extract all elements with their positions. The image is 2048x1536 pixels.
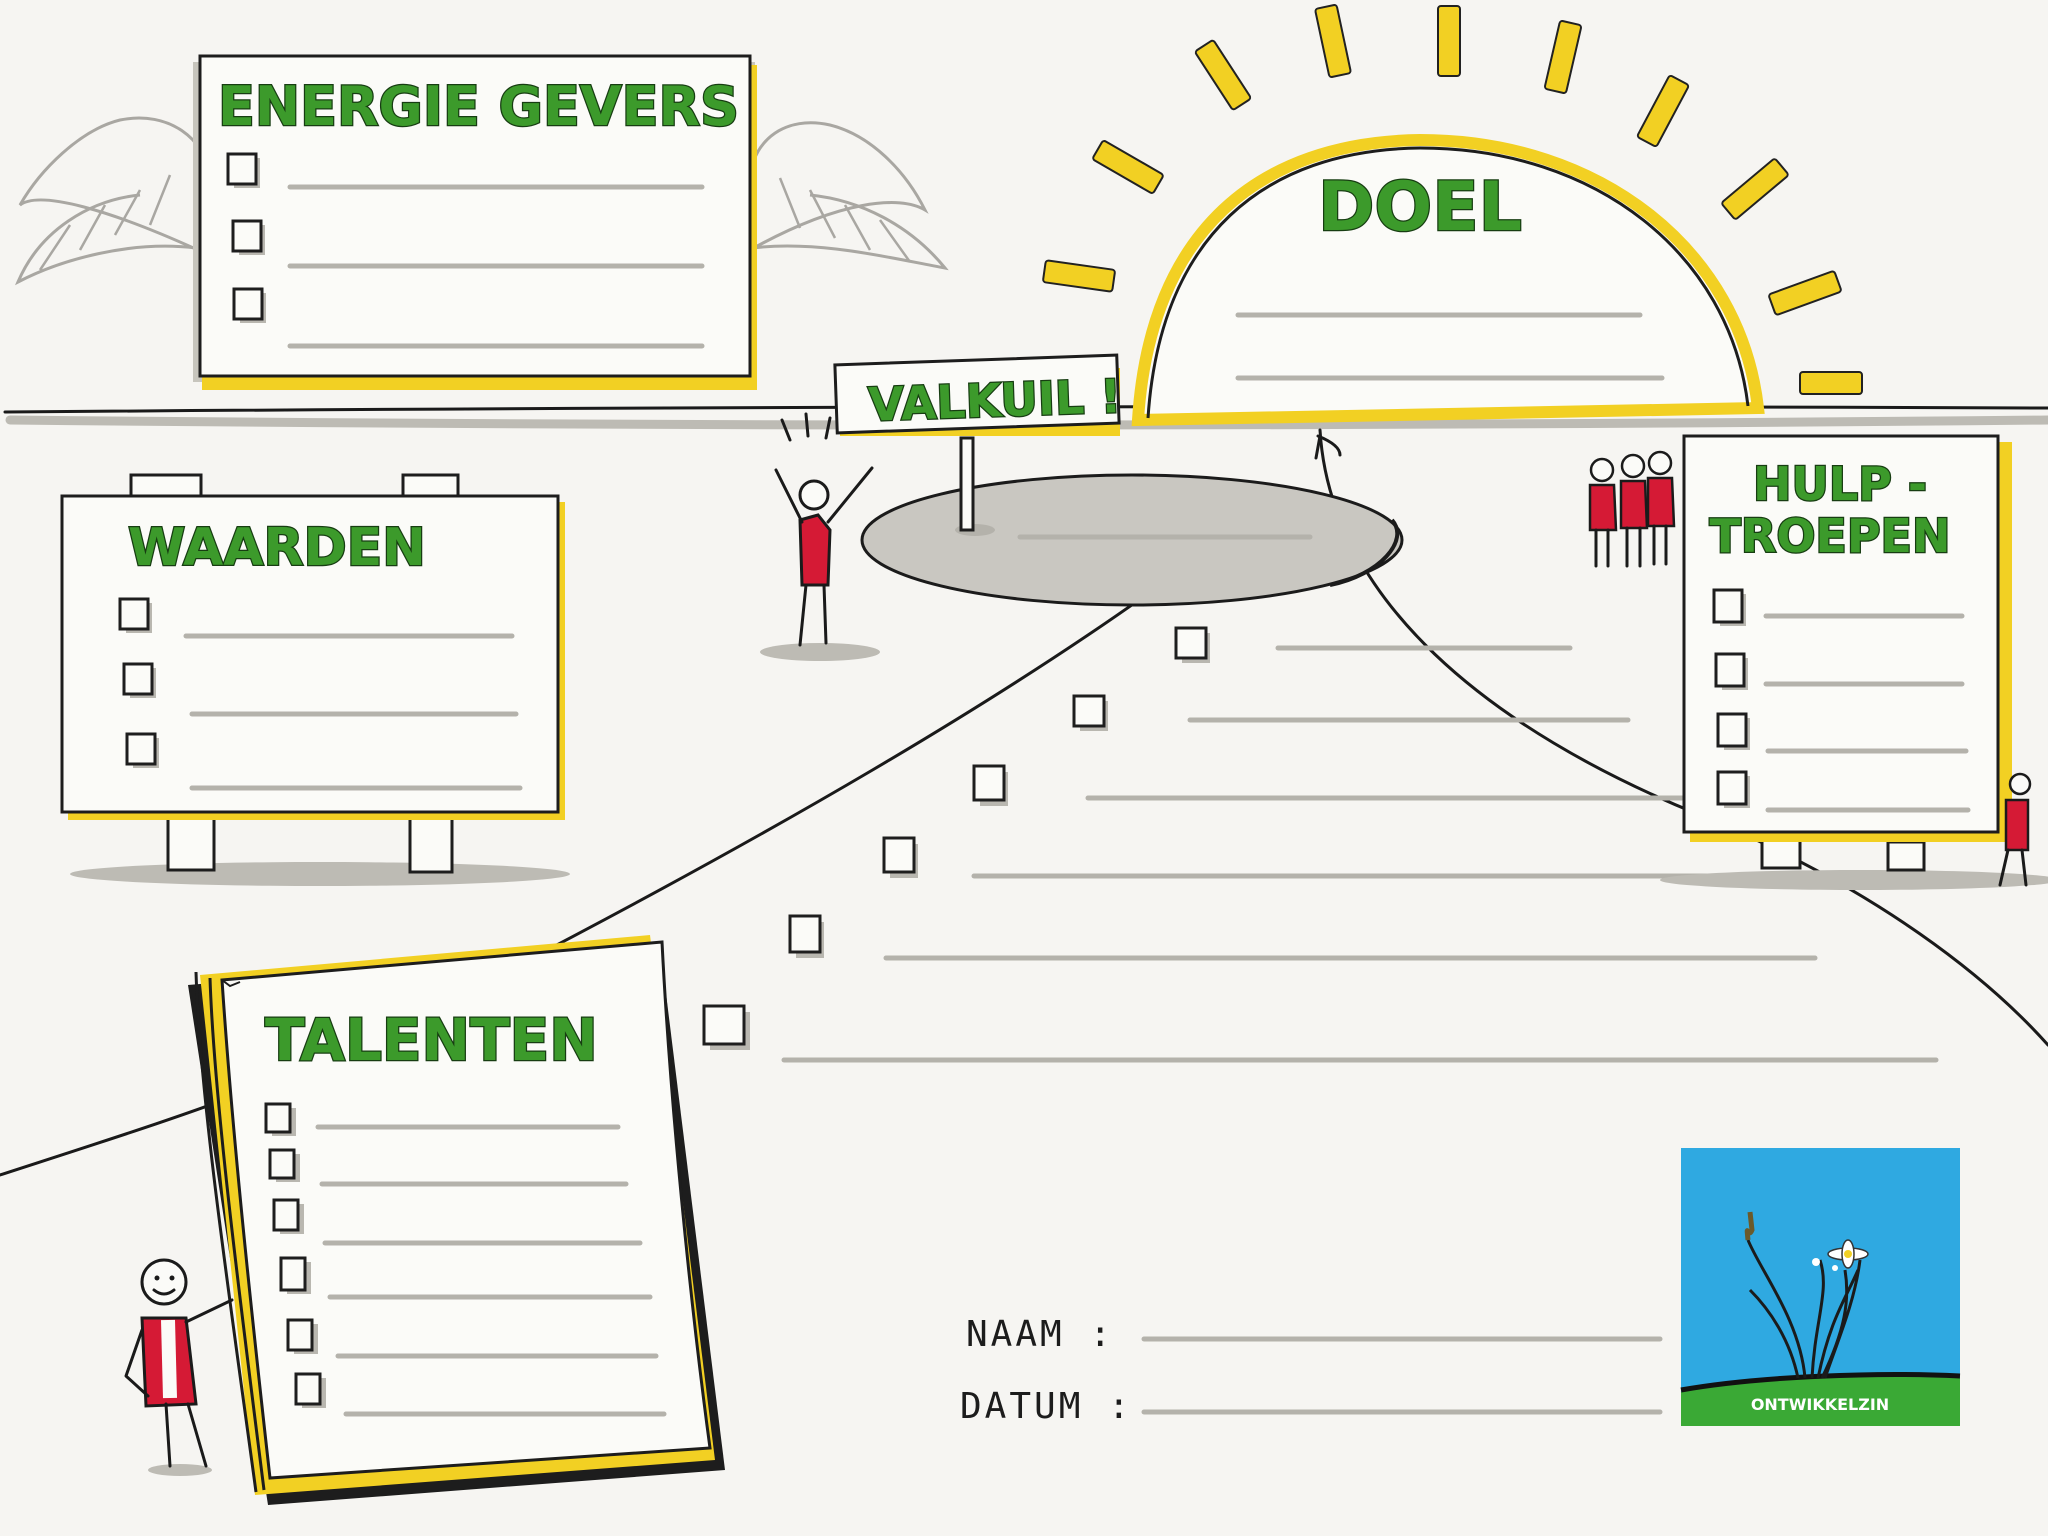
talenten-book: TALENTEN [188,935,725,1505]
valkuil-title: VALKUIL ! [867,369,1122,432]
datum-label: DATUM : [960,1386,1133,1427]
road-checkbox[interactable] [788,914,822,954]
hulptroepen-checkbox[interactable] [1716,770,1748,806]
ontwikkelzin-logo: ONTWIKKELZIN [1680,1148,1961,1426]
naam-label: NAAM : [966,1314,1114,1355]
logo-text: ONTWIKKELZIN [1751,1395,1889,1414]
road-checkbox[interactable] [1174,626,1208,660]
smiling-figure [124,1258,234,1476]
waarden-board: WAARDEN [60,473,570,886]
talenten-checkbox[interactable] [264,1102,292,1134]
road-steps [702,626,1939,1063]
hulptroepen-title-line2: TROEPEN [1710,509,1951,563]
talenten-checkbox[interactable] [286,1318,314,1352]
energiegevers-checkbox[interactable] [226,152,258,186]
waarden-title: WAARDEN [128,518,426,578]
road-checkbox[interactable] [702,1004,746,1046]
helpers-group [1588,450,1676,568]
hulptroepen-checkbox[interactable] [1712,588,1744,624]
daisy-icon [1827,1239,1869,1269]
energiegevers-board: ENERGIE GEVERS [193,54,757,390]
valkuil: VALKUIL ! [780,353,1404,607]
hulptroepen-title-line1: HULP - [1753,457,1927,511]
talenten-title: TALENTEN [265,1006,598,1074]
hulptroepen-checkbox[interactable] [1716,712,1748,748]
sun-rays [1042,4,1863,395]
hulptroepen-checkbox[interactable] [1714,652,1746,688]
doel-sun: DOEL [1131,133,1765,427]
cheering-figure [760,466,880,661]
road-checkbox[interactable] [1072,694,1106,728]
energiegevers-checkbox[interactable] [232,287,264,321]
waarden-checkbox[interactable] [118,597,150,631]
energiegevers-title: ENERGIE GEVERS [218,75,739,138]
road-checkbox[interactable] [972,764,1006,802]
doel-title: DOEL [1318,168,1522,247]
talenten-checkbox[interactable] [279,1256,307,1292]
talenten-checkbox[interactable] [272,1198,300,1232]
hulptroepen-board: HULP - TROEPEN [1660,434,2048,890]
road-checkbox[interactable] [882,836,916,874]
waarden-checkbox[interactable] [125,732,157,766]
energiegevers-wings [14,116,949,286]
waarden-checkbox[interactable] [122,662,154,696]
talenten-checkbox[interactable] [294,1372,322,1406]
name-date-fields: NAAM : DATUM : [960,1314,1663,1427]
energiegevers-checkbox[interactable] [231,219,263,253]
helper-figure [1998,772,2032,887]
talenten-checkbox[interactable] [268,1148,296,1180]
